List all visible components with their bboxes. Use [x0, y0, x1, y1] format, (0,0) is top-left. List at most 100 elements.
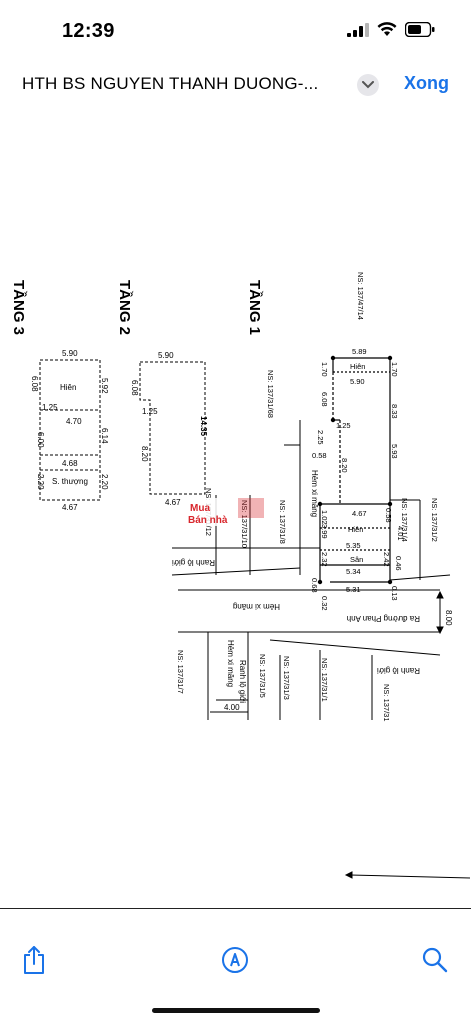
- status-icons: [347, 22, 435, 37]
- share-icon: [24, 946, 44, 974]
- f1-left-c: 0.58: [312, 451, 327, 460]
- f1-right-d: 4.01: [396, 526, 405, 541]
- neighbor-137-31-68: NS: 137/31/68: [266, 370, 275, 418]
- f2-left-top: 6.08: [130, 380, 139, 396]
- f1-right-top: 1.70: [390, 362, 399, 377]
- f3-mid: 4.70: [66, 417, 82, 426]
- f2-mid-left: 1.25: [142, 407, 158, 416]
- f3-bottom-inner: 4.68: [62, 459, 78, 468]
- f3-room: Hiên: [60, 383, 76, 392]
- floor-1-dimensions: 5.89 Hiên 1.70 1.70 5.90 6.08 8.33 1.25 …: [310, 347, 405, 611]
- f1-porch2: Hiên: [348, 525, 363, 534]
- f3-right-top: 5.92: [100, 378, 109, 394]
- share-button[interactable]: [18, 944, 50, 976]
- f1-right-a: 8.33: [390, 404, 399, 419]
- wifi-icon: [377, 22, 397, 36]
- dimension-arrows: [344, 590, 471, 879]
- done-button[interactable]: Xong: [404, 73, 449, 93]
- status-bar: 12:39: [0, 0, 471, 62]
- markup-button[interactable]: [219, 944, 251, 976]
- f1-left-top: 1.70: [320, 362, 329, 377]
- f3-bottom: 4.67: [62, 503, 78, 512]
- f1-left-a: 6.08: [320, 392, 329, 407]
- f2-right-side: 14.35: [199, 416, 208, 437]
- neighbor-137-31-5: NS: 137/31/5: [258, 654, 267, 698]
- f1-mid: 1.25: [336, 421, 351, 430]
- f3-mid-left: 1.25: [42, 403, 58, 412]
- f1-inner-top: 5.90: [350, 377, 365, 386]
- boundary-upper-label: Ranh lộ giới: [172, 558, 215, 567]
- battery-icon: [405, 22, 435, 37]
- boundary-lower-label: Ranh lộ giới: [377, 666, 420, 675]
- f1-left-e: 1.02: [320, 510, 329, 525]
- home-indicator[interactable]: [152, 1008, 320, 1013]
- f3-left-mid: 6.00: [36, 432, 45, 448]
- f3-top: 5.90: [62, 349, 78, 358]
- f1-right-b: 5.93: [390, 444, 399, 459]
- document-header: HTH BS NGUYEN THANH DUONG-... Xong: [0, 62, 471, 109]
- f1-right-f: 0.46: [394, 556, 403, 571]
- f1-left-b: 2.25: [316, 430, 325, 445]
- f1-yard: Sân: [350, 555, 363, 564]
- floor-label-2: TẦNG 2: [116, 280, 133, 335]
- search-button[interactable]: [419, 944, 451, 976]
- document-viewer[interactable]: TẦNG 3 TẦNG 2 TẦNG 1 5.90 Hiên 6.08 5.92…: [0, 108, 471, 908]
- alley-upper-label: Hẻm xi măng: [310, 470, 319, 517]
- neighbor-137-31-10: NS: 137/31/10: [240, 500, 249, 548]
- alley-lower-label: Hẻm xi măng: [233, 602, 280, 611]
- status-time: 12:39: [62, 20, 115, 42]
- f1-left-h: 0.68: [310, 578, 319, 593]
- f1-bottom-b: 5.35: [346, 541, 361, 550]
- neighbor-137-31-1: NS: 137/31/1: [320, 658, 329, 702]
- boundary-side-label: Ranh lộ giới: [238, 660, 247, 703]
- markup-icon: [222, 947, 248, 973]
- alley-width-label: 4.00: [224, 703, 240, 712]
- f3-right-mid: 6.14: [100, 428, 109, 444]
- floor-3-dimensions: 5.90 Hiên 6.08 5.92 1.25 4.70 6.00 6.14 …: [30, 349, 109, 512]
- site-plan-drawing: TẦNG 3 TẦNG 2 TẦNG 1 5.90 Hiên 6.08 5.92…: [10, 272, 471, 879]
- neighbor-137-31-7: NS: 137/31/7: [176, 650, 185, 694]
- f1-top: 5.89: [352, 347, 367, 356]
- f1-left-i: 0.32: [320, 596, 329, 611]
- f1-left-d: 8.20: [340, 458, 349, 473]
- watermark-logo: Mua Bán nhà: [186, 498, 264, 526]
- f1-right-c: 0.58: [384, 508, 393, 523]
- road-width-label: 8.00: [444, 610, 453, 626]
- neighbor-137-31: NS: 137/31: [382, 684, 391, 722]
- f2-left-mid: 8.20: [140, 446, 149, 462]
- search-icon: [422, 947, 448, 973]
- floor-2-plan: [139, 361, 206, 495]
- watermark-text-top: Mua: [190, 503, 210, 514]
- floor-label-3: TẦNG 3: [10, 280, 27, 335]
- f2-bottom: 4.67: [165, 498, 181, 507]
- cellular-signal-icon: [347, 22, 369, 37]
- f3-left-low: 2.20: [36, 474, 45, 490]
- neighbor-137-31-4: NS: 137/31/4: [400, 498, 409, 542]
- title-menu-button[interactable]: [357, 74, 379, 96]
- floor-2-dimensions: 5.90 6.08 1.25 8.20 14.35 4.67: [130, 351, 208, 507]
- floor-label-1: TẦNG 1: [246, 280, 263, 335]
- f1-left-g: 2.32: [320, 552, 329, 567]
- road-label: Ra đường Phan Anh: [347, 614, 420, 623]
- f1-right-e: 2.42: [382, 552, 391, 567]
- neighbor-137-47-14: NS: 137/47/14: [356, 272, 365, 320]
- f1-right-g: 0.13: [390, 586, 399, 601]
- f1-left-f: 3.99: [320, 524, 329, 539]
- f1-bottom-c: 5.34: [346, 567, 361, 576]
- f3-terrace: S. thượng: [52, 477, 88, 486]
- f2-top: 5.90: [158, 351, 174, 360]
- f1-bottom-a: 4.67: [352, 509, 367, 518]
- neighbor-137-31-2: NS: 137/31/2: [430, 498, 439, 542]
- neighbor-lot-lines: [171, 420, 451, 720]
- neighbor-137-31-8: NS: 137/31/8: [278, 500, 287, 544]
- neighbor-137-31-3: NS: 137/31/3: [282, 656, 291, 700]
- floor-3-plan: [39, 359, 101, 501]
- floor-1-corner-dots: [317, 355, 393, 585]
- f3-left-top: 6.08: [30, 376, 39, 392]
- f3-right-low: 2.20: [100, 474, 109, 490]
- alley-side-label: Hẻm xi măng: [226, 640, 235, 687]
- floor-1-plan: [319, 357, 391, 583]
- watermark-text-bottom: Bán nhà: [188, 515, 228, 526]
- chevron-down-icon: [362, 81, 374, 89]
- document-title[interactable]: HTH BS NGUYEN THANH DUONG-...: [22, 74, 319, 93]
